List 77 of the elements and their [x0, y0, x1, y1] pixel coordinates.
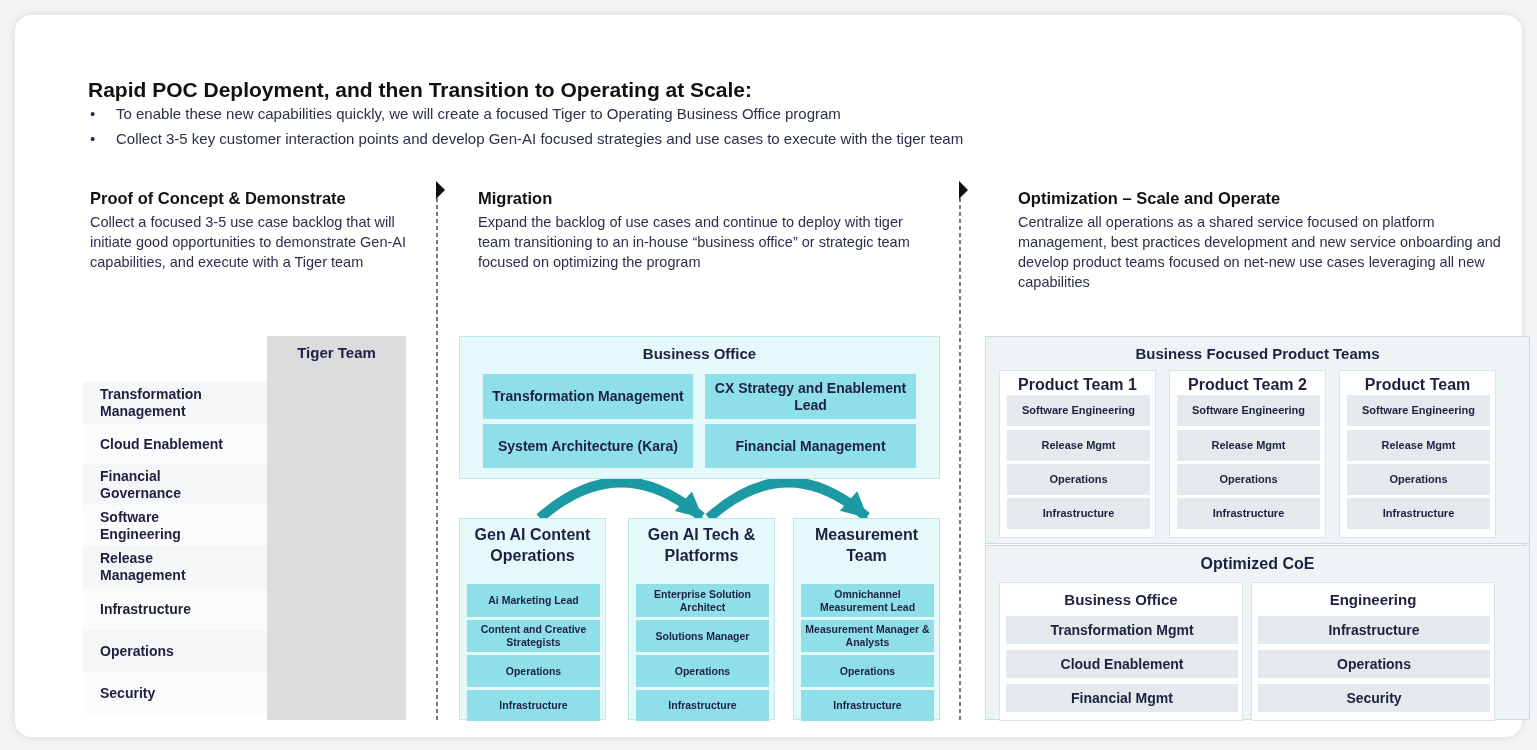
role-tile: Operations — [1347, 464, 1490, 495]
team-column — [267, 336, 406, 720]
panel-heading: Engineering — [1328, 590, 1418, 610]
role-row: Cloud Enablement — [83, 424, 267, 464]
role-row: Release Management — [83, 546, 267, 588]
role-tile: Release Mgmt — [1347, 430, 1490, 461]
team-panel — [459, 336, 940, 479]
role-tile: Ai Marketing Lead — [467, 584, 600, 617]
team-panel — [1339, 370, 1496, 538]
panel-heading: Product Team 2 — [1187, 375, 1308, 395]
team-panel — [1169, 370, 1326, 538]
team-panel — [459, 518, 606, 720]
section-description: Centralize all operations as a shared service focused on platform management, best practices development and new service onboarding and develop product teams focused on net-new use cases leveraging all new capabilities — [1018, 213, 1502, 292]
panel-heading: Gen AI Tech & Platforms — [646, 525, 757, 566]
section-heading: Proof of Concept & Demonstrate — [90, 189, 347, 208]
panel-heading: Business Office — [1063, 590, 1179, 610]
role-tile: Software Engineering — [1347, 395, 1490, 426]
panel-heading: Gen AI Content Operations — [473, 525, 592, 566]
role-tile: Infrastructure — [1347, 498, 1490, 529]
bullet-text: Collect 3-5 key customer interaction points and develop Gen-AI focused strategies and use cases to execute with the tiger team — [116, 129, 965, 149]
role-tile: Infrastructure — [467, 690, 600, 721]
role-tile: Transformation Mgmt — [1006, 616, 1238, 644]
role-tile: Infrastructure — [636, 690, 769, 721]
role-tile: Operations — [636, 655, 769, 687]
panel-heading: Tiger Team — [296, 343, 377, 363]
role-tile: Measurement Manager & Analysts — [801, 620, 934, 652]
panel-heading: Product Team 1 — [1017, 375, 1138, 395]
bullet-marker: • — [90, 129, 97, 149]
panel-heading: Measurement Team — [813, 525, 920, 566]
role-tile: Enterprise Solution Architect — [636, 584, 769, 617]
role-tile: Release Mgmt — [1177, 430, 1320, 461]
team-panel — [985, 545, 1530, 720]
bullet-text: To enable these new capabilities quickly, we will create a focused Tiger to Operating Business Office program — [116, 104, 842, 124]
bullet-marker: • — [90, 104, 97, 124]
team-panel — [1251, 582, 1495, 721]
role-row: Operations — [83, 630, 267, 672]
role-tile: Operations — [467, 655, 600, 687]
role-tile: Infrastructure — [1177, 498, 1320, 529]
role-tile: Transformation Management — [483, 374, 693, 419]
role-row: Transformation Management — [83, 382, 267, 424]
role-tile: Infrastructure — [801, 690, 934, 721]
role-tile: Financial Mgmt — [1006, 684, 1238, 712]
role-tile: Solutions Manager — [636, 620, 769, 652]
team-panel — [628, 518, 775, 720]
role-row: Financial Governance — [83, 464, 267, 505]
team-panel — [985, 336, 1530, 544]
team-panel — [999, 370, 1156, 538]
role-tile: Content and Creative Strategists — [467, 620, 600, 652]
role-tile: Operations — [1007, 464, 1150, 495]
section-description: Expand the backlog of use cases and continue to deploy with tiger team transitioning to an in-house “business office” or strategic team focused on optimizing the program — [478, 213, 911, 272]
section-heading: Optimization – Scale and Operate — [1018, 189, 1282, 208]
role-tile: Financial Management — [705, 424, 916, 468]
role-tile: Operations — [801, 655, 934, 687]
panel-heading: Business Office — [641, 344, 758, 364]
panel-heading: Product Team — [1363, 375, 1472, 395]
role-row: Software Engineering — [83, 505, 267, 546]
role-tile: Infrastructure — [1007, 498, 1150, 529]
panel-heading: Optimized CoE — [1199, 554, 1316, 574]
role-tile: Security — [1258, 684, 1490, 712]
team-panel — [999, 582, 1243, 721]
section-description: Collect a focused 3-5 use case backlog that will initiate good opportunities to demonstrate Gen-AI capabilities, and execute with a Tiger team — [90, 213, 407, 272]
role-tile: System Architecture (Kara) — [483, 424, 693, 468]
role-tile: Cloud Enablement — [1006, 650, 1238, 678]
section-heading: Migration — [478, 189, 554, 208]
page-title: Rapid POC Deployment, and then Transition to Operating at Scale: — [88, 78, 753, 102]
role-tile: Infrastructure — [1258, 616, 1490, 644]
role-tile: Software Engineering — [1177, 395, 1320, 426]
role-tile: Release Mgmt — [1007, 430, 1150, 461]
role-row: Infrastructure — [83, 588, 267, 630]
role-tile: Operations — [1258, 650, 1490, 678]
team-panel — [793, 518, 940, 720]
role-tile: Operations — [1177, 464, 1320, 495]
role-row: Security — [83, 672, 267, 714]
role-tile: Omnichannel Measurement Lead — [801, 584, 934, 617]
role-tile: Software Engineering — [1007, 395, 1150, 426]
panel-heading: Business Focused Product Teams — [1134, 344, 1381, 364]
role-tile: CX Strategy and Enablement Lead — [705, 374, 916, 419]
